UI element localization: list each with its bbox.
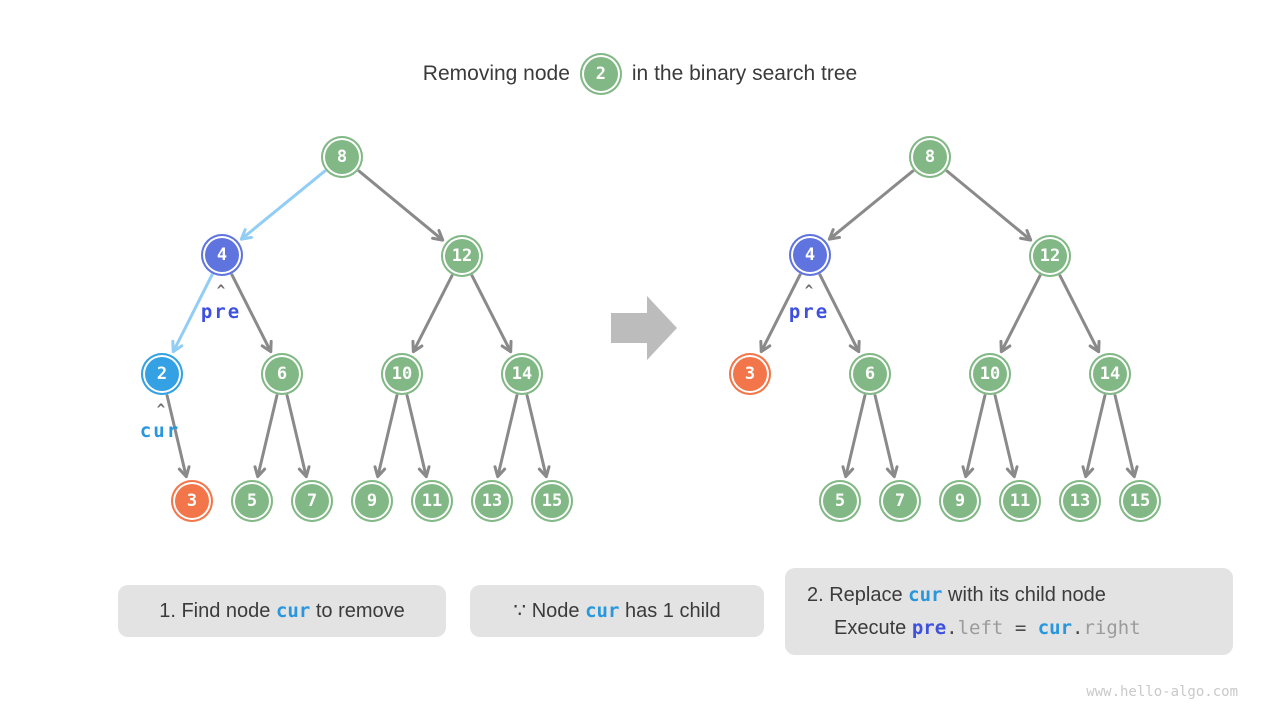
caption-line: Execute pre.left = cur.right xyxy=(834,612,1141,645)
caption-text: Execute xyxy=(834,616,912,639)
caption-token-cur: cur xyxy=(1037,616,1073,639)
title-node-2: 2 xyxy=(579,53,622,95)
caption-token-.: . xyxy=(946,616,958,639)
title-node-value: 2 xyxy=(595,64,607,84)
caption-token-=: = xyxy=(1003,616,1038,639)
edge-8-12 xyxy=(945,169,1033,242)
edge-10-11 xyxy=(993,393,1019,479)
watermark-text: www.hello-algo.com xyxy=(1086,684,1238,700)
edge-8-4 xyxy=(239,169,327,241)
caption-text: ∵ Node xyxy=(513,599,586,622)
caption-token-cur: cur xyxy=(908,583,943,606)
caption-token-right: right xyxy=(1083,616,1141,639)
edge-6-7 xyxy=(873,393,899,479)
edge-12-14 xyxy=(1058,274,1101,354)
edge-4-6 xyxy=(230,273,273,354)
caption-line: ∵ Node cur has 1 child xyxy=(513,595,720,628)
diagram-title: Removing node 2 in the binary search tre… xyxy=(0,50,1280,98)
transition-arrow-icon xyxy=(611,296,677,360)
caption-token-.: . xyxy=(1072,616,1084,639)
edge-8-4 xyxy=(827,169,915,241)
edge-4-2 xyxy=(171,273,214,354)
edge-4-3 xyxy=(759,273,802,354)
caption-token-left: left xyxy=(957,616,1004,639)
edge-14-15 xyxy=(1113,393,1139,479)
caption-text: 2. Replace xyxy=(807,583,909,606)
edge-14-13 xyxy=(1081,393,1107,479)
edge-12-10 xyxy=(999,274,1042,354)
edge-14-15 xyxy=(525,393,551,479)
edge-4-6 xyxy=(818,273,861,354)
edge-8-12 xyxy=(357,169,445,242)
edge-12-10 xyxy=(411,274,454,354)
caption-box-2: ∵ Node cur has 1 child xyxy=(470,585,764,637)
caption-token-cur: cur xyxy=(585,599,620,622)
caption-text: with its child node xyxy=(942,583,1106,606)
caption-token-pre: pre xyxy=(911,616,947,639)
edge-6-7 xyxy=(285,393,311,479)
edge-2-3 xyxy=(165,393,191,479)
caption-line: 2. Replace cur with its child node xyxy=(807,579,1106,612)
edge-10-11 xyxy=(405,393,431,479)
caption-text: to remove xyxy=(310,599,405,622)
caption-text: 1. Find node xyxy=(159,599,276,622)
caption-box-1: 1. Find node cur to remove xyxy=(118,585,446,637)
edge-12-14 xyxy=(470,274,513,354)
edge-6-5 xyxy=(253,393,279,479)
edge-10-9 xyxy=(961,393,987,479)
edge-14-13 xyxy=(493,393,519,479)
caption-token-cur: cur xyxy=(275,599,311,622)
edge-6-5 xyxy=(841,393,867,479)
title-text-after: in the binary search tree xyxy=(631,62,858,85)
caption-line: 1. Find node cur to remove xyxy=(159,595,405,628)
title-text-before: Removing node xyxy=(422,62,570,85)
edge-10-9 xyxy=(373,393,399,479)
caption-text: has 1 child xyxy=(619,599,721,622)
